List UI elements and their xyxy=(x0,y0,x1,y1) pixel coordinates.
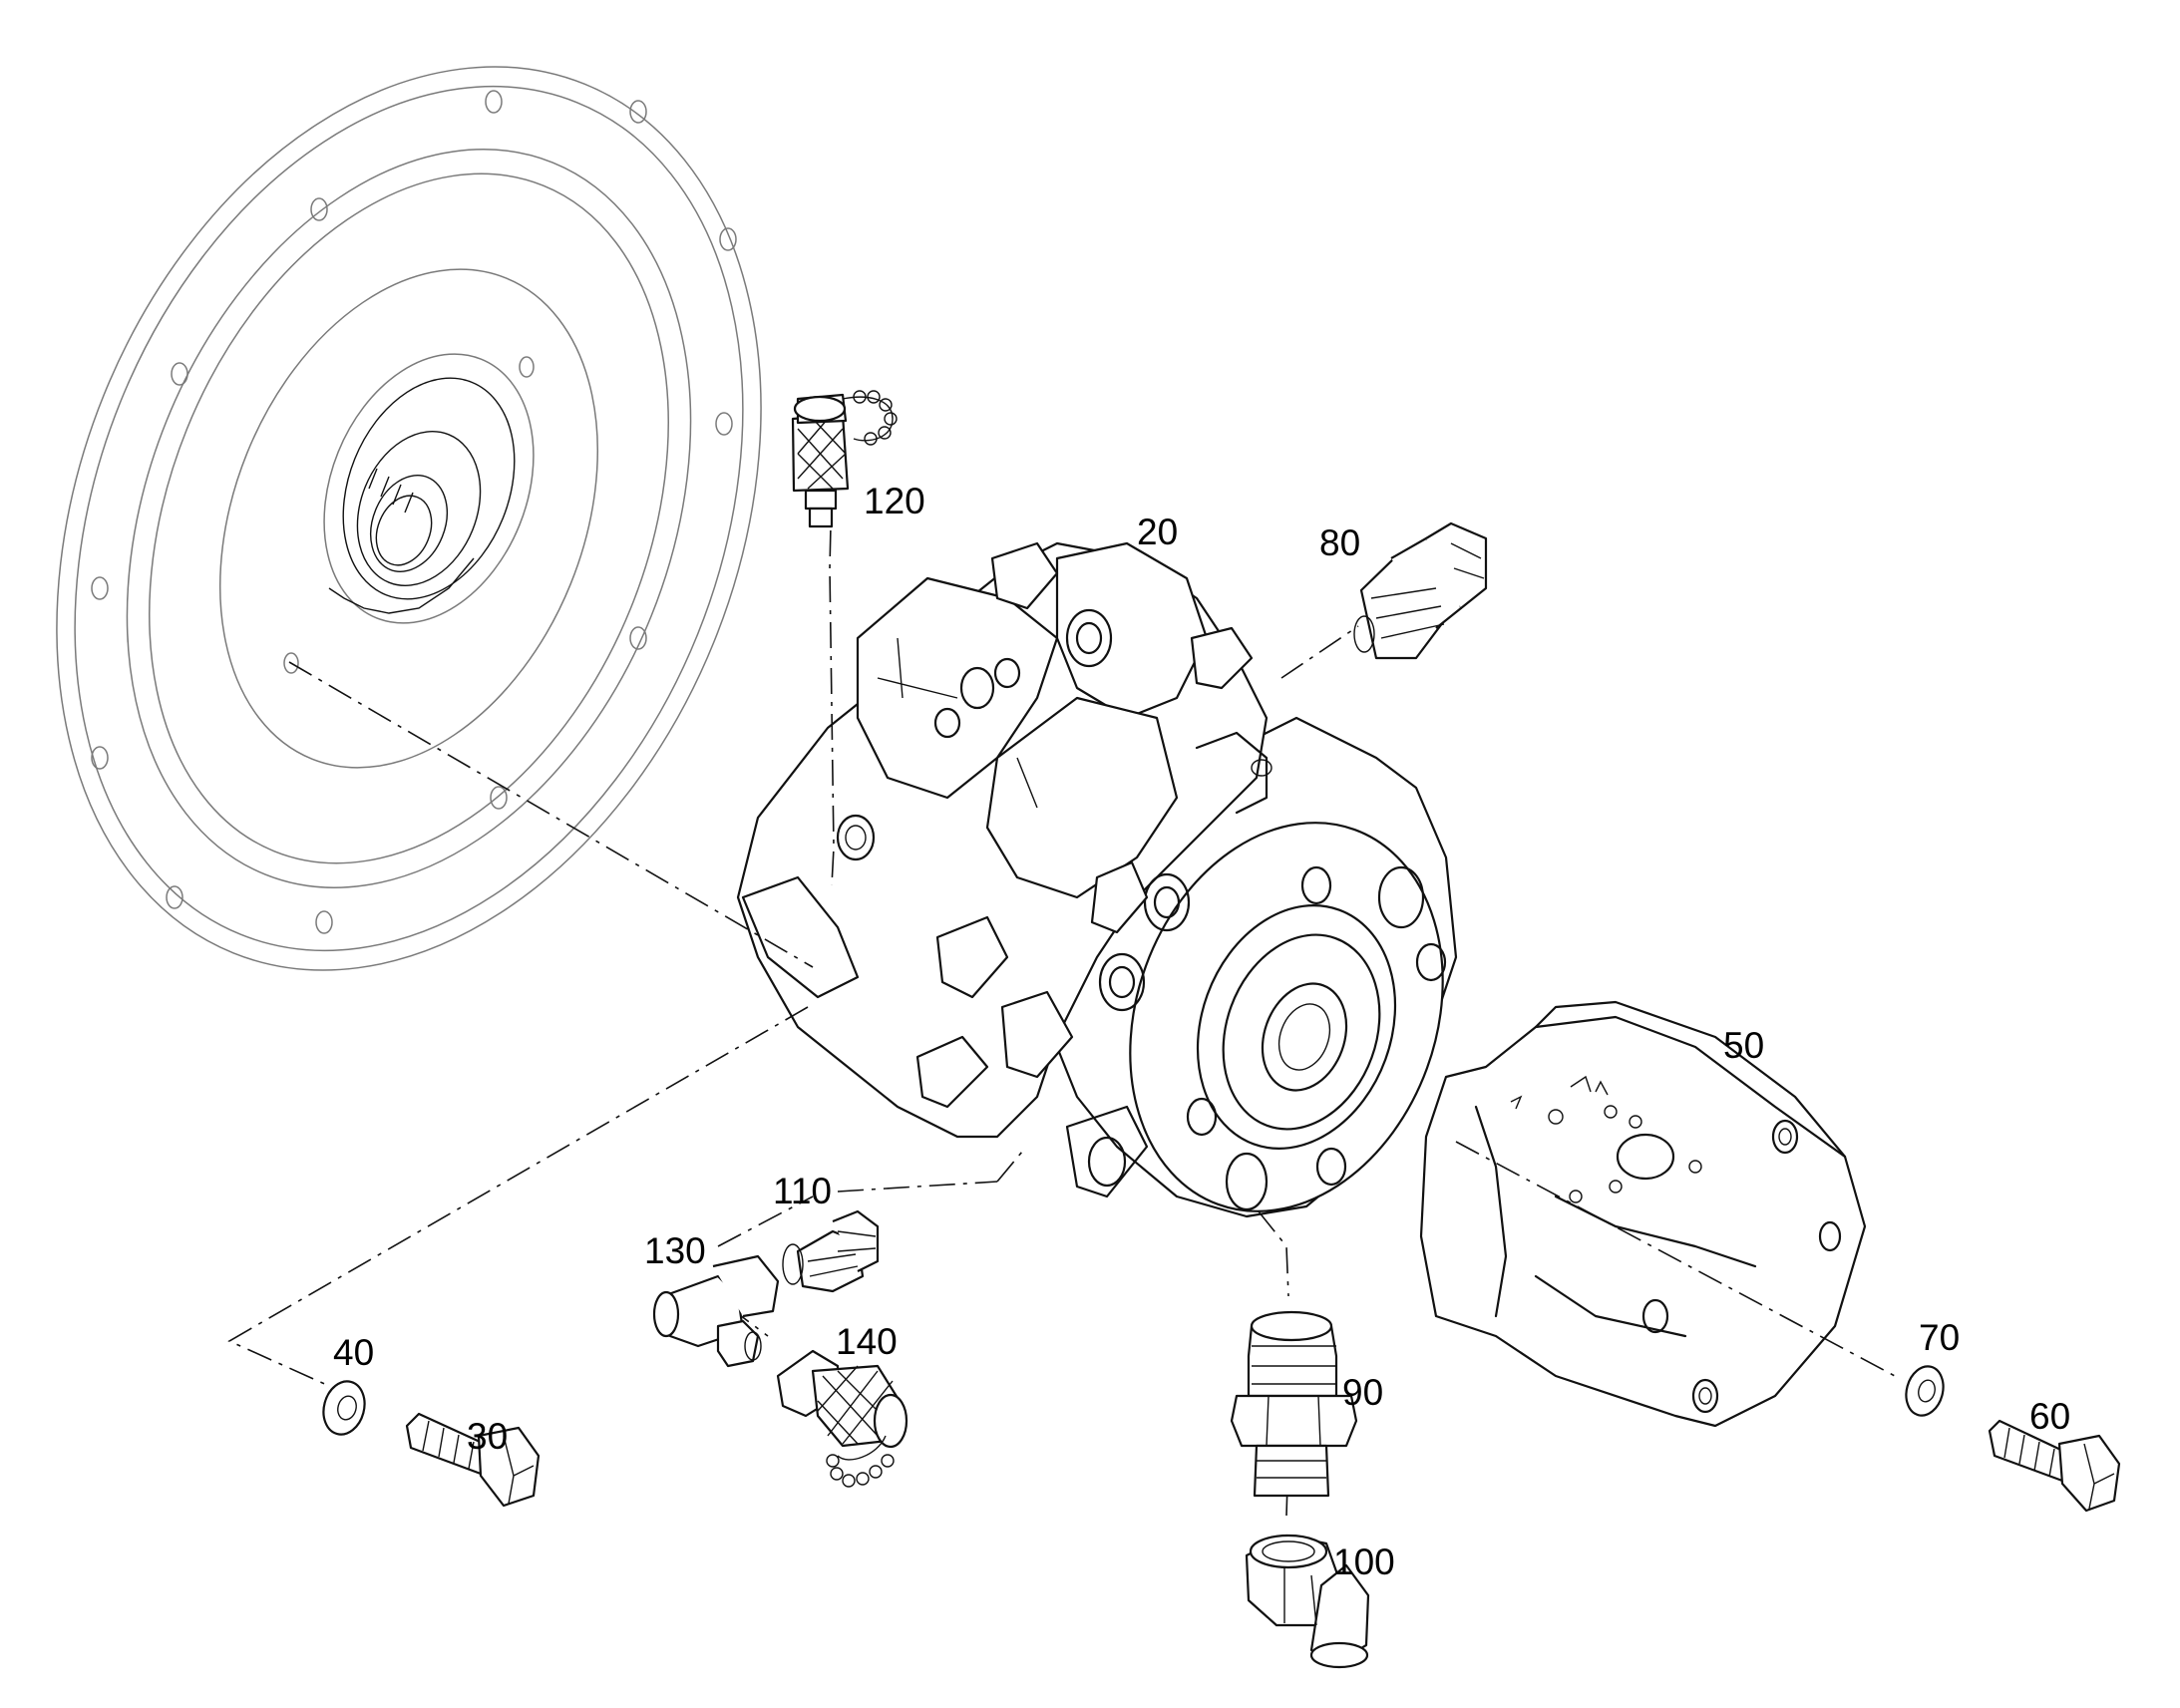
gear-pump xyxy=(1419,1000,1867,1428)
tee-130 xyxy=(652,1254,780,1368)
callout-20: 20 xyxy=(1137,512,1179,552)
callout-60: 60 xyxy=(2029,1396,2071,1437)
fitting-80 xyxy=(1353,521,1488,660)
callout-130: 130 xyxy=(644,1230,706,1271)
main-pump-assembly xyxy=(736,541,1458,1218)
test-coupling-140 xyxy=(776,1349,908,1488)
callout-140: 140 xyxy=(836,1321,898,1362)
drive-flange xyxy=(56,66,762,971)
bolt-60 xyxy=(1988,1419,2121,1513)
test-coupling-120 xyxy=(791,390,898,528)
callout-110: 110 xyxy=(773,1171,832,1211)
washer-70 xyxy=(1905,1365,1945,1417)
nipple-110 xyxy=(782,1209,880,1293)
fitting-90 xyxy=(1230,1310,1358,1498)
callout-40: 40 xyxy=(333,1332,375,1373)
callout-50: 50 xyxy=(1723,1025,1765,1066)
callout-30: 30 xyxy=(467,1416,509,1457)
callout-70: 70 xyxy=(1919,1317,1961,1358)
bolt-30 xyxy=(405,1412,541,1508)
callout-90: 90 xyxy=(1342,1372,1384,1413)
washer-40 xyxy=(322,1380,366,1436)
callout-80: 80 xyxy=(1319,522,1361,563)
elbow-100 xyxy=(1245,1534,1370,1669)
callout-120: 120 xyxy=(864,481,925,521)
callout-100: 100 xyxy=(1333,1541,1395,1582)
